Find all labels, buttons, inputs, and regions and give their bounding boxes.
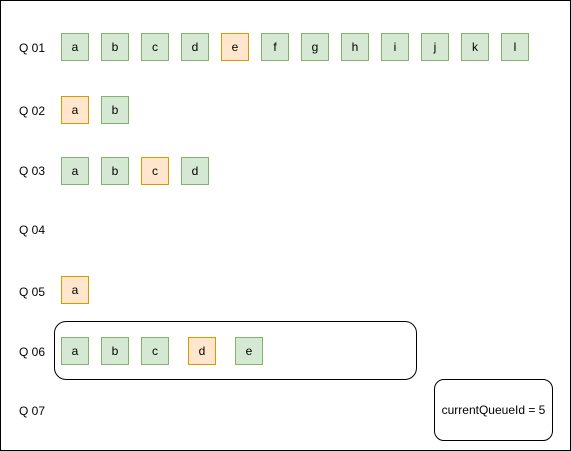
queue-cell: g [301,33,329,61]
current-queue-id-note: currentQueueId = 5 [434,379,553,441]
queue-cell: l [501,33,529,61]
queue-label-q02: Q 02 [19,104,46,118]
queue-cell-highlighted: c [141,157,169,185]
queue-cell: k [461,33,489,61]
queue-cell: d [181,33,209,61]
queue-label-q04: Q 04 [19,223,46,237]
queue-cell-highlighted: e [221,33,249,61]
current-queue-highlight-box [54,321,417,380]
queue-cell: b [101,96,129,124]
queue-cell: f [261,33,289,61]
queue-cell: a [61,33,89,61]
queue-cell: i [381,33,409,61]
queue-cell: j [421,33,449,61]
queue-label-q01: Q 01 [19,41,46,55]
queue-cell: b [101,33,129,61]
queue-cell: b [101,157,129,185]
queue-cell: c [141,33,169,61]
queue-label-q07: Q 07 [19,404,46,418]
current-queue-id-text: currentQueueId = 5 [441,403,546,417]
queue-cell-highlighted: a [61,96,89,124]
queue-cell: e [235,337,263,365]
queue-label-q05: Q 05 [19,285,46,299]
queue-cell: a [61,337,89,365]
queue-cell: h [341,33,369,61]
queue-label-q06: Q 06 [19,345,46,359]
queue-cell: a [61,157,89,185]
queue-cell: d [181,157,209,185]
queue-cell: b [101,337,129,365]
queue-cell: c [141,337,169,365]
queue-cell-highlighted: d [188,337,216,365]
queue-cell-highlighted: a [61,276,89,304]
queue-label-q03: Q 03 [19,164,46,178]
